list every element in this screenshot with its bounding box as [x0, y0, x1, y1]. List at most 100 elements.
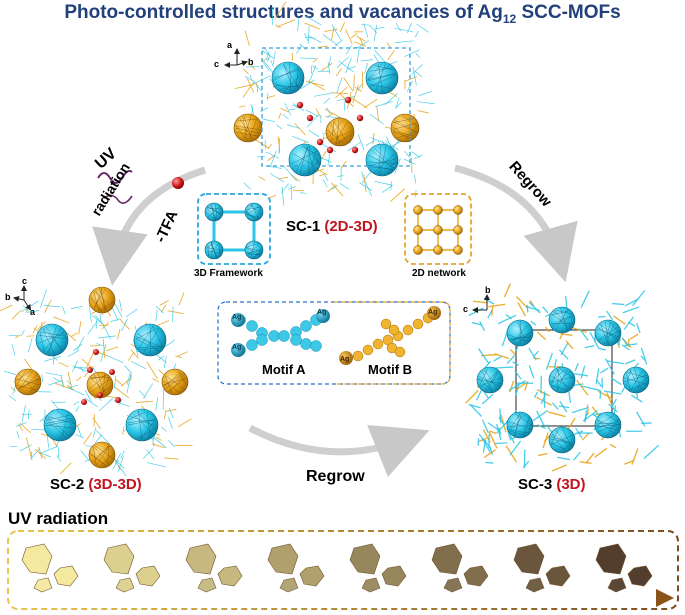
uv-strip-label: UV radiation [8, 509, 109, 528]
crystal-tiny [361, 577, 381, 593]
tfa-sphere [326, 146, 334, 154]
crystal-large [21, 543, 53, 575]
tfa-sphere [109, 369, 115, 375]
network2d-label: 2D network [412, 268, 466, 279]
tfa-sphere [97, 392, 103, 398]
title-tail: SCC-MOFs [516, 2, 621, 23]
uv-wave-icon-2 [103, 194, 133, 204]
network-node [453, 245, 463, 255]
sc2-orange-cluster [88, 286, 116, 314]
tfa-sphere [306, 114, 314, 122]
network-node [433, 225, 443, 235]
uv-arrow-curve [92, 166, 207, 286]
sc2-cyan-cluster [133, 323, 167, 357]
network-node [413, 245, 423, 255]
sc1-label: SC-1 (2D-3D) [286, 218, 378, 235]
crystal-small [627, 565, 653, 587]
tfa-sphere [93, 349, 99, 355]
axis-left-c: c [22, 276, 28, 286]
uv-strip-frame [7, 530, 679, 610]
regrow-bottom-label: Regrow [306, 468, 365, 485]
network2d-inset-box [404, 193, 472, 265]
axis-right-c: c [463, 304, 469, 314]
crystal-small [299, 565, 325, 587]
network-node [433, 245, 443, 255]
tfa-sphere [351, 146, 359, 154]
sc1-dashed-box [261, 47, 411, 167]
crystal-small [463, 565, 489, 587]
ag-label-a2: Ag [232, 344, 242, 351]
ag-label-b2: Ag [428, 309, 438, 316]
title-text: Photo-controlled structures and vacancie… [64, 2, 503, 23]
crystal-large [267, 543, 299, 575]
crystal-tiny [115, 577, 135, 593]
crystal-small [217, 565, 243, 587]
crystal-large [513, 543, 545, 575]
crystal-small [53, 565, 79, 587]
ag-label-b1: Ag [340, 356, 350, 363]
sc1-structure [233, 1, 435, 206]
uv-wave-icon [97, 169, 133, 184]
ag-node-a2 [231, 343, 245, 357]
tfa-sphere [296, 101, 304, 109]
ag-label-a1: Ag [232, 314, 242, 321]
network-node [433, 205, 443, 215]
sc2-label: SC-2 (3D-3D) [50, 476, 142, 493]
axis-left-b: b [5, 292, 11, 302]
crystal-tiny [443, 577, 463, 593]
axis-top-b: b [248, 57, 254, 67]
tfa-sphere [316, 138, 324, 146]
framework-node [244, 240, 264, 260]
crystal-large [103, 543, 135, 575]
tfa-sphere [115, 397, 121, 403]
regrow-arrow-curve [454, 164, 578, 283]
crystal-tiny [525, 577, 545, 593]
ag-node-b2 [427, 306, 441, 320]
sc1-orange-cluster [325, 117, 355, 147]
axis-top-c: c [214, 59, 220, 69]
sc2-orange-cluster [88, 441, 116, 469]
crystal-large [431, 543, 463, 575]
framework-node [244, 202, 264, 222]
crystal-large [595, 543, 627, 575]
framework3d-label: 3D Framework [194, 268, 263, 279]
sc2-dim: (3D-3D) [88, 476, 142, 493]
tfa-red-sphere-icon [172, 177, 184, 189]
sc1-cyan-cluster [271, 61, 305, 95]
network-node [413, 225, 423, 235]
crystal-tiny [33, 577, 53, 593]
sc3-name: SC-3 [518, 476, 557, 493]
sc2-cyan-cluster [43, 408, 77, 442]
axis-triad-top [224, 48, 248, 68]
crystal-large [349, 543, 381, 575]
network-node [453, 225, 463, 235]
sc1-orange-cluster [390, 113, 420, 143]
sc3-cyan-cluster [476, 366, 504, 394]
crystal-large [185, 543, 217, 575]
ag-label-a3: Ag [317, 309, 327, 316]
motif-b-label: Motif B [368, 362, 413, 377]
axis-left-a: a [30, 307, 36, 317]
sc3-cyan-cluster [506, 411, 534, 439]
axis-right-b: b [485, 285, 491, 295]
tfa-sphere [356, 114, 364, 122]
tfa-sphere [344, 96, 352, 104]
sc1-cyan-cluster [365, 61, 399, 95]
crystal-series [21, 543, 653, 593]
sc3-label: SC-3 (3D) [518, 476, 586, 493]
motif-a-label: Motif A [262, 362, 306, 377]
sc3-dim: (3D) [556, 476, 586, 493]
sc1-dim: (2D-3D) [324, 218, 378, 235]
crystal-small [135, 565, 161, 587]
sc1-cyan-cluster [365, 143, 399, 177]
motif-b-model [339, 306, 441, 365]
sc2-name: SC-2 [50, 476, 89, 493]
sc2-structure [0, 286, 193, 477]
framework3d-model [204, 202, 264, 260]
axis-triad-left [13, 285, 32, 311]
network-node [413, 205, 423, 215]
motif-box-right [334, 301, 451, 385]
sc1-name: SC-1 [286, 218, 325, 235]
